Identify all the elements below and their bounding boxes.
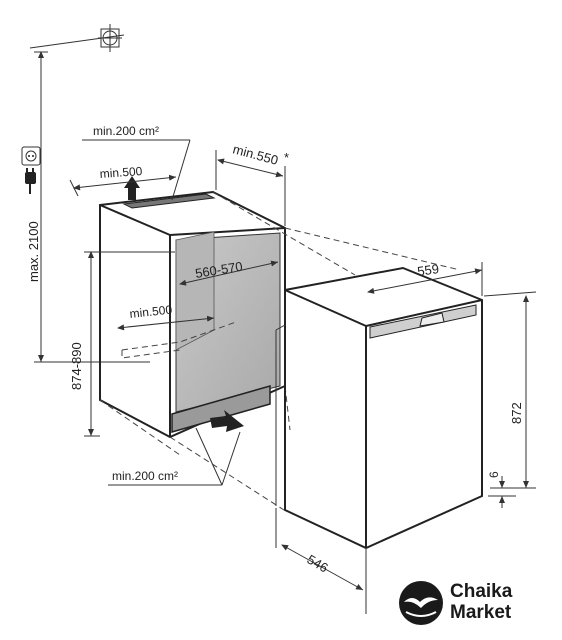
top-clearance-label: min.500 <box>99 164 143 181</box>
unit-width-label: 559 <box>416 261 440 279</box>
top-vent-callout: min.200 cm² <box>82 124 191 201</box>
water-connection-icon <box>29 24 125 52</box>
unit-plinth-label: 6 <box>487 471 501 478</box>
top-clearance-dimension: min.500 <box>69 164 177 197</box>
bottom-vent-label: min.200 cm² <box>112 469 178 483</box>
airflow-arrow-icon <box>210 410 244 432</box>
unit-height-dimension: 872 <box>483 291 537 489</box>
max-height-dimension: max. 2100 <box>26 51 150 363</box>
brand-name-line1: Chaika <box>450 581 513 602</box>
unit-plinth-dimension: 6 <box>487 471 516 508</box>
niche-depth-dimension: min.550 * <box>215 141 289 226</box>
appliance-unit <box>275 266 483 550</box>
seagull-icon <box>399 581 443 625</box>
bottom-vent-callout: min.200 cm² <box>108 427 241 486</box>
airflow-arrow-icon <box>124 176 140 200</box>
inner-clearance-dimension: min.500 <box>117 303 215 331</box>
top-vent-label: min.200 cm² <box>93 124 159 138</box>
niche-depth-label: min.550 <box>231 141 280 167</box>
niche-width-dimension: 560-570 <box>179 259 279 286</box>
inner-clearance-label: min.500 <box>129 303 173 321</box>
unit-height-label: 872 <box>509 402 524 424</box>
projection-lines <box>99 191 461 511</box>
power-plug-icon <box>25 168 36 194</box>
niche-cabinet <box>99 190 286 439</box>
unit-width-dimension: 559 <box>367 261 483 296</box>
max-height-label: max. 2100 <box>26 221 41 282</box>
niche-height-dimension: 874-890 <box>69 251 175 437</box>
brand-name-line2: Market <box>450 602 512 623</box>
niche-depth-note: * <box>284 150 289 165</box>
niche-height-label: 874-890 <box>69 342 84 390</box>
brand-logo: Chaika Market <box>398 578 558 628</box>
niche-width-label: 560-570 <box>194 259 243 281</box>
power-socket-icon <box>21 146 41 166</box>
unit-depth-dimension: 546 <box>275 508 367 614</box>
unit-depth-label: 546 <box>305 552 331 576</box>
